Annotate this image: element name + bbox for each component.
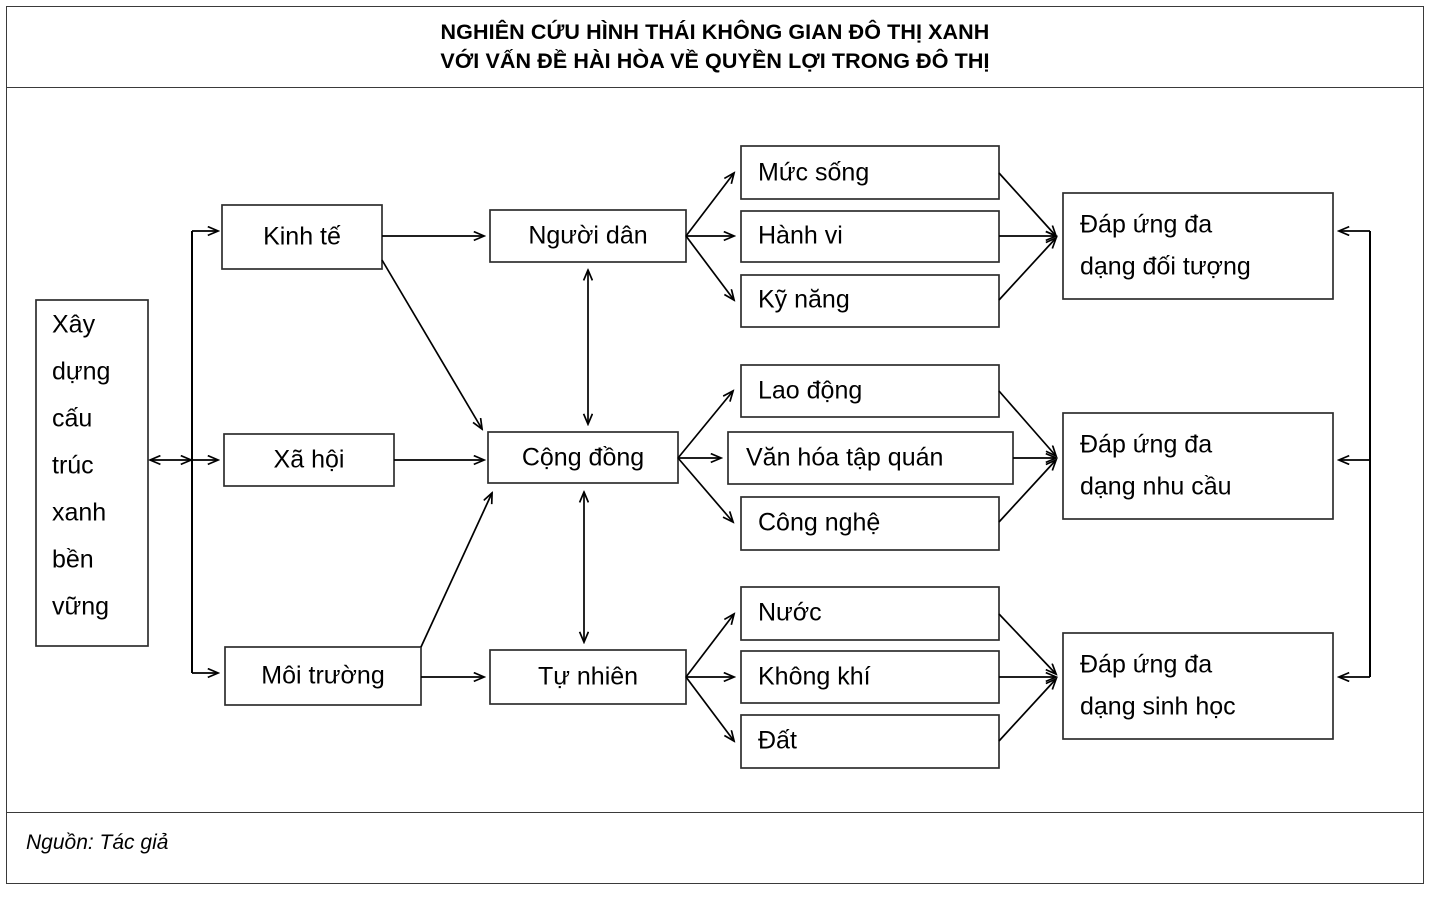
node-dap-ung-nhu-cau-line-1: Đáp ứng đa xyxy=(1080,431,1212,459)
node-kinh-te[interactable]: Kinh tế xyxy=(221,204,383,270)
node-khong-khi[interactable]: Không khí xyxy=(740,650,1000,704)
node-hanh-vi-label: Hành vi xyxy=(758,222,843,250)
diagram-canvas: Xây dựng cấu trúc xanh bền vững Kinh tế xyxy=(6,88,1424,812)
node-dat[interactable]: Đất xyxy=(740,714,1000,769)
node-goal-line-5: xanh xyxy=(52,499,106,527)
node-goal-line-2: dựng xyxy=(52,358,110,386)
node-dap-ung-sinh-hoc[interactable]: Đáp ứng đa dạng sinh học xyxy=(1062,632,1334,740)
figure-outer-frame xyxy=(6,6,1424,884)
node-van-hoa[interactable]: Văn hóa tập quán xyxy=(727,431,1014,485)
edge-nguoi-dan-aspects xyxy=(685,173,734,300)
edge-tu-nhien-aspects xyxy=(685,614,734,741)
node-lao-dong[interactable]: Lao động xyxy=(740,364,1000,418)
diagram-svg: Xây dựng cấu trúc xanh bền vững Kinh tế xyxy=(35,145,1371,769)
node-cong-nghe-label: Công nghệ xyxy=(758,509,880,537)
node-lao-dong-label: Lao động xyxy=(758,377,862,405)
figure-title-line-1: NGHIÊN CỨU HÌNH THÁI KHÔNG GIAN ĐÔ THỊ X… xyxy=(440,20,990,45)
figure-source-band: Nguồn: Tác giả xyxy=(6,812,1424,884)
node-van-hoa-label: Văn hóa tập quán xyxy=(746,444,943,472)
node-dap-ung-doi-tuong-line-1: Đáp ứng đa xyxy=(1080,211,1212,239)
node-nuoc-label: Nước xyxy=(758,599,822,627)
node-ky-nang[interactable]: Kỹ năng xyxy=(740,274,1000,328)
node-dap-ung-nhu-cau-line-2: dạng nhu cầu xyxy=(1080,473,1232,501)
edge-aspects-dap-ung-sinh-hoc xyxy=(998,613,1056,742)
node-dat-label: Đất xyxy=(758,727,797,755)
node-nuoc[interactable]: Nước xyxy=(740,586,1000,641)
node-hanh-vi[interactable]: Hành vi xyxy=(740,210,1000,263)
edge-kinh-te-cong-dong xyxy=(381,259,482,429)
node-dap-ung-doi-tuong-line-2: dạng đối tượng xyxy=(1080,253,1251,281)
node-goal-line-7: vững xyxy=(52,593,109,621)
edge-feedback-trunk xyxy=(1339,231,1371,677)
figure-title-line-2: VỚI VẤN ĐỀ HÀI HÒA VỀ QUYỀN LỢI TRONG ĐÔ… xyxy=(440,48,990,73)
edge-aspects-dap-ung-nhu-cau xyxy=(998,390,1056,523)
node-xa-hoi-label: Xã hội xyxy=(274,446,345,474)
node-goal-line-3: cấu xyxy=(52,405,92,433)
edge-aspects-dap-ung-doi-tuong xyxy=(998,172,1056,301)
node-cong-dong[interactable]: Cộng đồng xyxy=(487,431,679,484)
node-cong-nghe[interactable]: Công nghệ xyxy=(740,496,1000,551)
node-dap-ung-nhu-cau[interactable]: Đáp ứng đa dạng nhu cầu xyxy=(1062,412,1334,520)
node-nguoi-dan-label: Người dân xyxy=(528,222,647,250)
node-cong-dong-label: Cộng đồng xyxy=(522,444,644,472)
node-goal-line-1: Xây xyxy=(52,311,96,339)
figure-source-text: Nguồn: Tác giả xyxy=(26,831,169,854)
node-xa-hoi[interactable]: Xã hội xyxy=(223,433,395,487)
node-dap-ung-sinh-hoc-line-2: dạng sinh học xyxy=(1080,693,1236,721)
node-goal-line-4: trúc xyxy=(52,452,94,480)
node-tu-nhien-label: Tự nhiên xyxy=(538,663,638,691)
node-dap-ung-doi-tuong[interactable]: Đáp ứng đa dạng đối tượng xyxy=(1062,192,1334,300)
node-muc-song-label: Mức sống xyxy=(758,159,869,187)
figure-title-band: NGHIÊN CỨU HÌNH THÁI KHÔNG GIAN ĐÔ THỊ X… xyxy=(6,6,1424,88)
edge-cong-dong-aspects xyxy=(677,391,733,522)
node-nguoi-dan[interactable]: Người dân xyxy=(489,209,687,263)
node-khong-khi-label: Không khí xyxy=(758,663,871,691)
edge-moi-truong-cong-dong xyxy=(420,493,492,648)
node-goal-line-6: bền xyxy=(52,546,94,574)
node-ky-nang-label: Kỹ năng xyxy=(758,286,850,314)
node-moi-truong-label: Môi trường xyxy=(261,662,384,690)
node-moi-truong[interactable]: Môi trường xyxy=(224,646,422,706)
node-muc-song[interactable]: Mức sống xyxy=(740,145,1000,200)
node-kinh-te-label: Kinh tế xyxy=(263,223,341,251)
edge-goal-to-pillars xyxy=(150,231,218,673)
node-tu-nhien[interactable]: Tự nhiên xyxy=(489,649,687,705)
node-dap-ung-sinh-hoc-line-1: Đáp ứng đa xyxy=(1080,651,1212,679)
node-goal[interactable]: Xây dựng cấu trúc xanh bền vững xyxy=(35,299,149,647)
